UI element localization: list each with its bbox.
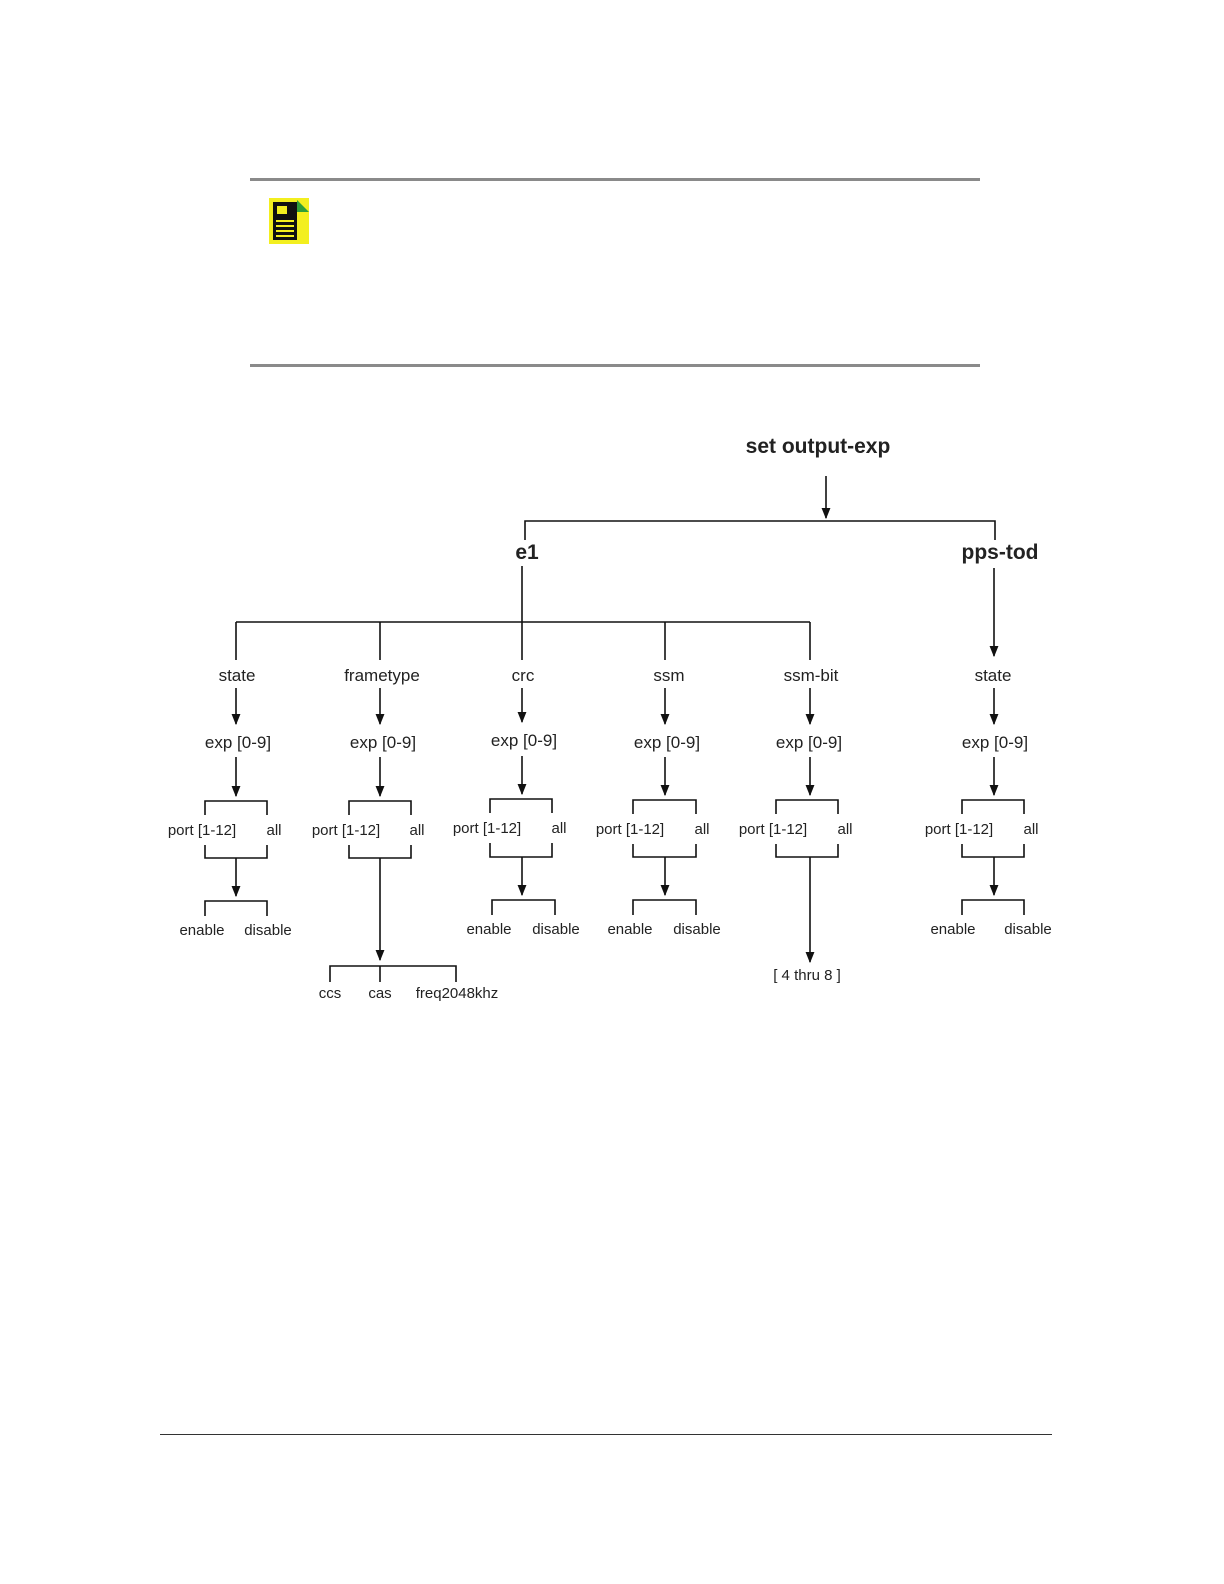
disable-label: disable <box>244 922 292 939</box>
exp-label: exp [0-9] <box>962 733 1028 752</box>
param-state-label: state <box>219 666 256 685</box>
param-crc-label: crc <box>512 666 535 685</box>
all-label: all <box>551 820 566 837</box>
port-label: port [1-12] <box>925 821 993 838</box>
exp-label: exp [0-9] <box>776 733 842 752</box>
enable-label: enable <box>179 922 224 939</box>
all-label: all <box>266 822 281 839</box>
exp-label: exp [0-9] <box>634 733 700 752</box>
disable-label: disable <box>1004 921 1052 938</box>
param-ssm-bit-label: ssm-bit <box>784 666 839 685</box>
footer-rule <box>160 1434 1052 1435</box>
note-icon <box>269 198 309 244</box>
param-pps-state-label: state <box>975 666 1012 685</box>
exp-label: exp [0-9] <box>491 731 557 750</box>
param-ssm-label: ssm <box>653 666 684 685</box>
frametype-cas-label: cas <box>368 985 391 1002</box>
root-command-label: set output-exp <box>746 435 891 458</box>
enable-label: enable <box>466 921 511 938</box>
all-label: all <box>1023 821 1038 838</box>
frametype-ccs-label: ccs <box>319 985 342 1002</box>
all-label: all <box>409 822 424 839</box>
top-rule <box>250 178 980 181</box>
ssm-bit-range-label: [ 4 thru 8 ] <box>773 967 841 984</box>
all-label: all <box>694 821 709 838</box>
exp-label: exp [0-9] <box>350 733 416 752</box>
frametype-freq2048khz-label: freq2048khz <box>416 985 499 1002</box>
all-label: all <box>837 821 852 838</box>
disable-label: disable <box>673 921 721 938</box>
port-label: port [1-12] <box>739 821 807 838</box>
port-label: port [1-12] <box>453 820 521 837</box>
exp-label: exp [0-9] <box>205 733 271 752</box>
bottom-rule <box>250 364 980 367</box>
branch-e1-label: e1 <box>515 541 539 564</box>
param-frametype-label: frametype <box>344 666 420 685</box>
port-label: port [1-12] <box>168 822 236 839</box>
enable-label: enable <box>930 921 975 938</box>
port-label: port [1-12] <box>312 822 380 839</box>
enable-label: enable <box>607 921 652 938</box>
port-label: port [1-12] <box>596 821 664 838</box>
branch-pps-tod-label: pps-tod <box>962 541 1039 564</box>
disable-label: disable <box>532 921 580 938</box>
